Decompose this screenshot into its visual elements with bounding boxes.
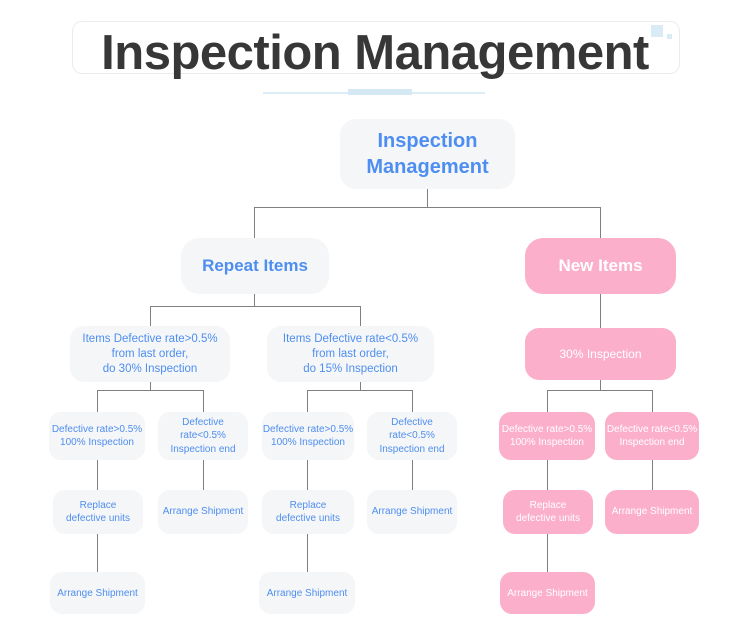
connector-l3c-bus	[547, 390, 653, 392]
connector-l3a-to-l4-1	[97, 390, 99, 412]
node-label: Defective rate>0.5% 100% Inspection	[51, 423, 143, 449]
node-label: Items Defective rate>0.5% from last orde…	[82, 332, 218, 375]
node-replace-defective-units-1[interactable]: Replace defective units	[53, 490, 143, 534]
title-accent-rule-highlight	[348, 89, 412, 95]
node-new-defect-inspection-end[interactable]: Defective rate<0.5% Inspection end	[605, 412, 699, 460]
connector-l3b-to-l4-3	[307, 390, 309, 412]
node-label: Items Defective rate<0.5% from last orde…	[282, 332, 419, 375]
connector-l3a-stem	[150, 382, 152, 391]
node-label: Replace defective units	[66, 499, 130, 525]
node-label: Arrange Shipment	[162, 506, 244, 518]
node-label: Defective rate>0.5% 100% Inspection	[501, 423, 593, 449]
node-inspection-management[interactable]: Inspection Management	[340, 119, 515, 189]
connector-l4-3-to-l5-3	[307, 460, 309, 490]
connector-l3b-stem	[360, 382, 362, 391]
connector-repeat-bus	[150, 306, 360, 308]
connector-root-bus	[254, 207, 601, 209]
node-label: Arrange Shipment	[371, 506, 453, 518]
node-label: Defective rate>0.5% 100% Inspection	[262, 423, 354, 449]
node-label: Arrange Shipment	[611, 506, 693, 518]
node-new-items[interactable]: New Items	[525, 238, 676, 294]
connector-l4-6-to-l5-6	[652, 460, 654, 490]
node-arrange-shipment-2[interactable]: Arrange Shipment	[367, 490, 457, 534]
node-label: Repeat Items	[202, 256, 308, 275]
connector-l3c-to-l4-5	[547, 390, 549, 412]
node-new-defect-full-inspection[interactable]: Defective rate>0.5% 100% Inspection	[499, 412, 595, 460]
connector-root-to-new	[600, 207, 602, 238]
connector-l5-5-to-l6-3	[547, 534, 549, 572]
node-new-30-percent-inspection[interactable]: 30% Inspection	[525, 328, 676, 380]
node-repeat-items[interactable]: Repeat Items	[181, 238, 329, 294]
connector-l5-1-to-l6-1	[97, 534, 99, 572]
node-arrange-shipment-1[interactable]: Arrange Shipment	[158, 490, 248, 534]
node-label: Arrange Shipment	[57, 587, 138, 599]
node-arrange-shipment-final-1[interactable]: Arrange Shipment	[50, 572, 145, 614]
node-label: Defective rate<0.5% Inspection end	[379, 416, 445, 455]
connector-l3a-to-l4-2	[203, 390, 205, 412]
node-replace-defective-units-3[interactable]: Replace defective units	[503, 490, 593, 534]
connector-l5-3-to-l6-2	[307, 534, 309, 572]
connector-l4-1-to-l5-1	[97, 460, 99, 490]
connector-repeat-stem	[254, 294, 256, 307]
connector-l3c-stem	[600, 380, 602, 391]
connector-repeat-to-l3b	[360, 306, 362, 326]
node-label: Arrange Shipment	[266, 587, 348, 599]
node-label: Replace defective units	[276, 499, 340, 525]
page-title: Inspection Management	[101, 26, 649, 80]
node-label: Defective rate<0.5% Inspection end	[606, 423, 698, 449]
decorative-square-icon	[651, 25, 663, 37]
node-label: Inspection Management	[366, 130, 489, 178]
node-replace-defective-units-2[interactable]: Replace defective units	[262, 490, 354, 534]
node-repeat-high-defect-rule[interactable]: Items Defective rate>0.5% from last orde…	[70, 326, 230, 382]
node-repeat-low-defect-full-inspection[interactable]: Defective rate>0.5% 100% Inspection	[262, 412, 354, 460]
node-label: Replace defective units	[516, 499, 580, 525]
connector-root-stem	[427, 189, 429, 208]
node-label: Defective rate<0.5% Inspection end	[170, 416, 236, 455]
connector-l3c-to-l4-6	[652, 390, 654, 412]
node-label: Arrange Shipment	[507, 587, 588, 599]
connector-l3a-bus	[97, 390, 203, 392]
connector-l4-2-to-l5-2	[203, 460, 205, 490]
title-card	[72, 21, 680, 74]
node-label: New Items	[558, 256, 643, 275]
connector-repeat-to-l3a	[150, 306, 152, 326]
connector-l4-5-to-l5-5	[547, 460, 549, 490]
node-repeat-low-defect-rule[interactable]: Items Defective rate<0.5% from last orde…	[267, 326, 434, 382]
node-repeat-high-defect-full-inspection[interactable]: Defective rate>0.5% 100% Inspection	[49, 412, 145, 460]
node-repeat-high-defect-inspection-end[interactable]: Defective rate<0.5% Inspection end	[158, 412, 248, 460]
connector-new-to-inspection	[600, 294, 602, 328]
node-repeat-low-defect-inspection-end[interactable]: Defective rate<0.5% Inspection end	[367, 412, 457, 460]
connector-l3b-to-l4-4	[412, 390, 414, 412]
connector-root-to-repeat	[254, 207, 256, 238]
connector-l4-4-to-l5-4	[412, 460, 414, 490]
node-label: 30% Inspection	[559, 346, 642, 361]
node-arrange-shipment-final-3[interactable]: Arrange Shipment	[500, 572, 595, 614]
connector-l3b-bus	[307, 390, 413, 392]
node-arrange-shipment-final-2[interactable]: Arrange Shipment	[259, 572, 355, 614]
decorative-square-small-icon	[667, 34, 672, 39]
node-arrange-shipment-3[interactable]: Arrange Shipment	[605, 490, 699, 534]
